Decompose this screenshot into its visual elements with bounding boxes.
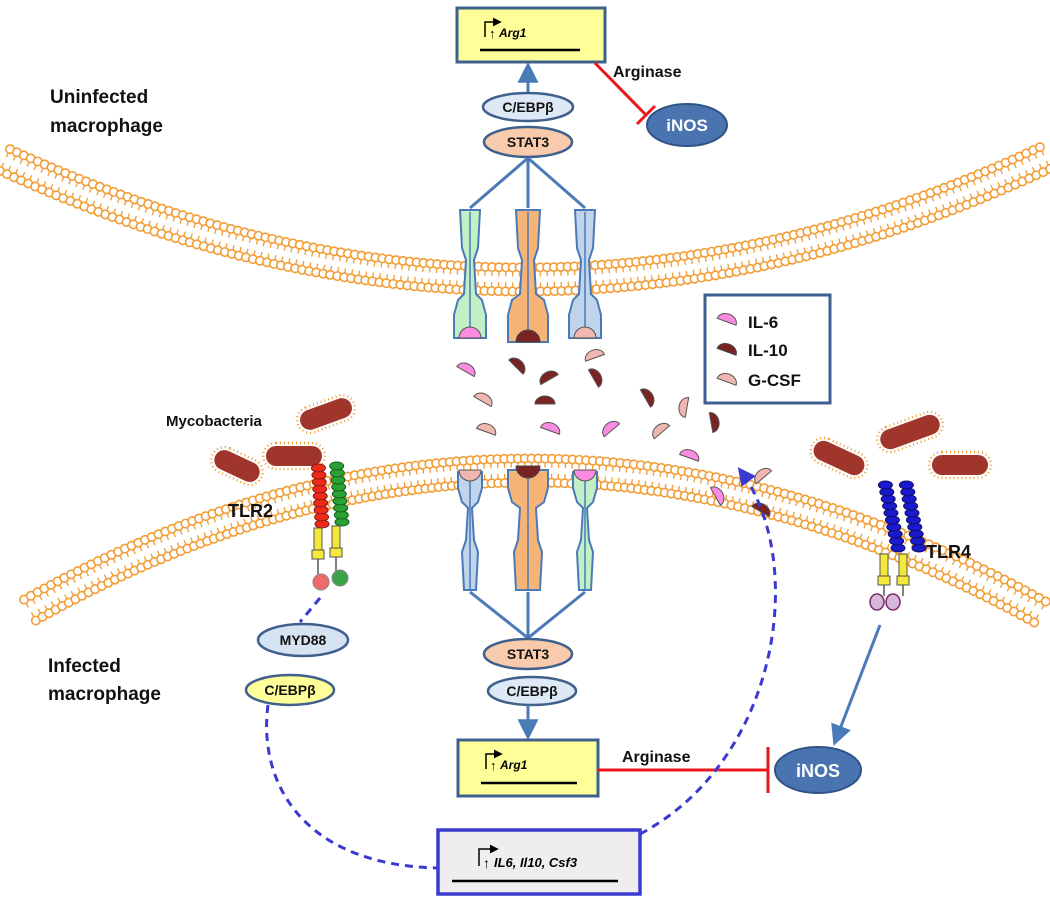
infected-macrophage-label: Infected macrophage	[48, 656, 161, 705]
bottom-cebpb-node: C/EBPβ	[486, 675, 578, 707]
bottom-arg1-gene-box: ↑ Arg1	[456, 738, 600, 798]
top-arg1-label: Arg1	[498, 26, 527, 40]
cytokine-molecule	[708, 412, 720, 433]
left-cebpb-node: C/EBPβ	[244, 673, 336, 707]
mycobacteria-group	[210, 393, 993, 487]
top-il6-receptor	[453, 209, 487, 339]
cytokine-molecule	[709, 486, 725, 506]
cytokine-molecule	[639, 388, 655, 408]
secreted-cytokines	[456, 349, 773, 518]
transcription-arrow-icon	[478, 844, 499, 866]
mycobacterium	[261, 441, 327, 471]
cytokine-molecule	[534, 395, 556, 405]
top-receptor-signal-lines	[469, 156, 586, 210]
mycobacterium	[876, 410, 944, 454]
bottom-inhibition-arrow	[598, 747, 770, 793]
mycobacterium	[809, 436, 869, 480]
svg-text:STAT3: STAT3	[507, 646, 549, 662]
mycobacterium	[927, 450, 993, 480]
cytokine-molecule	[678, 449, 700, 462]
up-arrow-icon: ↑	[490, 758, 497, 773]
feedback-loop-dashed	[265, 467, 777, 870]
myd88-node: MYD88	[256, 622, 350, 658]
cytokine-molecule	[508, 357, 526, 375]
cytokine-molecule	[602, 420, 621, 438]
legend-il10: IL-10	[716, 341, 788, 360]
cytokine-molecule	[678, 397, 690, 418]
bottom-receptor-signal-lines	[469, 590, 586, 640]
cytokine-molecule	[751, 502, 771, 518]
up-arrow-icon: ↑	[483, 855, 490, 871]
tlr2-receptor	[310, 461, 350, 591]
tlr4-receptor	[869, 480, 927, 611]
mycobacterium	[295, 393, 357, 435]
legend-gcsf: G-CSF	[716, 371, 801, 390]
bottom-il10-receptor	[507, 465, 549, 591]
cytokine-molecule	[587, 368, 603, 388]
mycobacteria-label: Mycobacteria	[166, 413, 263, 430]
cytokine-molecule	[473, 392, 493, 408]
bottom-arginase-label: Arginase	[622, 749, 691, 766]
cytokine-molecule	[456, 362, 476, 378]
svg-text:G-CSF: G-CSF	[748, 371, 801, 390]
svg-text:MYD88: MYD88	[280, 632, 327, 648]
cytokine-molecule	[754, 467, 773, 485]
cytokine-gene-box: ↑ IL6, Il10, Csf3	[436, 828, 642, 896]
cytokine-molecule	[539, 370, 559, 386]
uninfected-macrophage-label: Uninfected macrophage	[50, 87, 163, 137]
top-arg1-gene-box: ↑ Arg1	[455, 6, 607, 64]
mycobacterium	[210, 445, 264, 487]
bottom-inos-node: iNOS	[774, 746, 862, 794]
legend-il6: IL-6	[716, 313, 778, 332]
svg-text:Infected: Infected	[48, 656, 121, 677]
svg-text:Uninfected: Uninfected	[50, 87, 148, 108]
svg-text:C/EBPβ: C/EBPβ	[264, 682, 316, 698]
cytokine-legend: IL-6 IL-10 G-CSF	[703, 293, 832, 405]
tlr2-label: TLR2	[228, 501, 273, 521]
upper-cell-membrane	[0, 142, 1050, 297]
top-inhibition-arrow	[593, 61, 657, 126]
svg-text:C/EBPβ: C/EBPβ	[502, 99, 554, 115]
top-gcsf-receptor	[568, 209, 602, 339]
bottom-arg1-label: Arg1	[499, 758, 528, 772]
top-il10-receptor	[507, 209, 549, 343]
cytokine-molecule	[652, 422, 671, 440]
svg-text:macrophage: macrophage	[48, 684, 161, 705]
cytokine-molecule	[475, 423, 497, 436]
svg-text:STAT3: STAT3	[507, 134, 549, 150]
svg-text:iNOS: iNOS	[796, 761, 840, 781]
transcription-arrow-icon	[484, 17, 502, 37]
top-inos-node: iNOS	[646, 103, 728, 147]
tlr4-label: TLR4	[926, 542, 971, 562]
top-stat3-node: STAT3	[482, 125, 574, 159]
svg-text:C/EBPβ: C/EBPβ	[506, 683, 558, 699]
transcription-arrow-icon	[485, 749, 503, 769]
svg-text:iNOS: iNOS	[666, 116, 708, 135]
bottom-stat3-node: STAT3	[482, 637, 574, 671]
tlr4-to-inos-arrow	[831, 624, 882, 746]
bottom-gcsf-receptor	[457, 469, 483, 591]
svg-text:macrophage: macrophage	[50, 116, 163, 137]
cytokine-molecule	[584, 349, 606, 362]
cytokine-molecule	[539, 422, 561, 435]
top-cebpb-node: C/EBPβ	[481, 91, 575, 123]
svg-text:IL-6: IL-6	[748, 313, 778, 332]
top-arginase-label: Arginase	[613, 64, 682, 81]
up-arrow-icon: ↑	[489, 26, 496, 41]
bottom-il6-receptor	[572, 469, 598, 591]
cytokine-genes-label: IL6, Il10, Csf3	[494, 855, 578, 870]
svg-text:IL-10: IL-10	[748, 341, 788, 360]
